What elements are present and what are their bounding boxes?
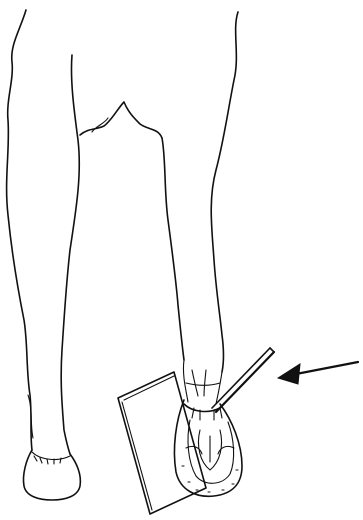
pastern-marking-1 [192, 370, 198, 396]
right-hoof-wall [174, 400, 242, 496]
beam-rod-upper [216, 352, 274, 412]
right-fetlock-left [183, 360, 188, 402]
left-leg-inner-contour [61, 55, 79, 454]
arrow-shaft [296, 362, 358, 374]
right-leg-inner-contour [162, 138, 184, 360]
right-hoof-sole [188, 420, 234, 483]
pastern-marking-2 [204, 370, 206, 396]
beam-rod [212, 348, 274, 412]
left-leg-outer-contour [7, 10, 32, 450]
right-leg-outer-contour [211, 12, 238, 372]
arrow-head [278, 364, 300, 384]
beam-rod-tip [270, 348, 274, 352]
chest-contour [80, 102, 162, 138]
left-hoof [23, 450, 80, 500]
left-leg [7, 10, 81, 500]
arrow-icon [278, 362, 358, 384]
cassette-side-edge [122, 402, 152, 510]
pastern-band [186, 383, 220, 385]
right-hoof [174, 400, 242, 496]
right-leg [162, 12, 238, 404]
cassette-inner-edge [124, 376, 174, 400]
chest-area [80, 102, 162, 138]
left-coronet [32, 452, 70, 459]
left-hoof-hair [34, 456, 61, 464]
